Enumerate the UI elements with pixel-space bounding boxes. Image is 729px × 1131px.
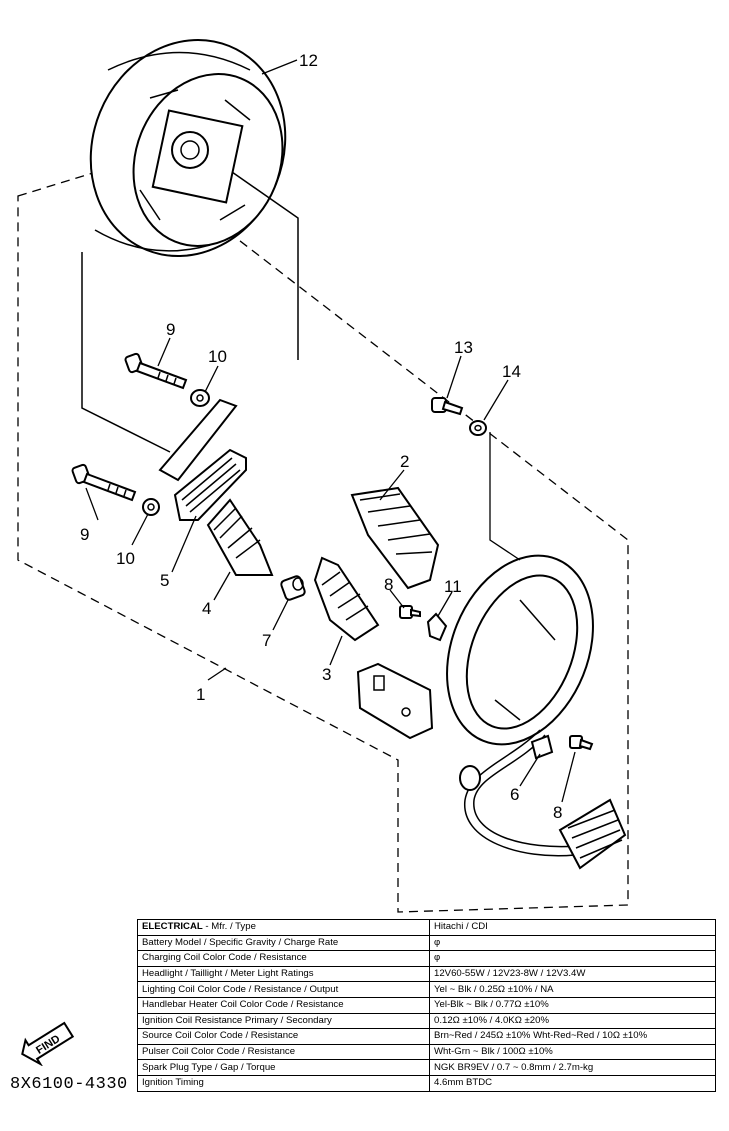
callout-13: 13	[454, 338, 473, 357]
spec-value: Yel-Blk ~ Blk / 0.77Ω ±10%	[429, 996, 716, 1014]
wire-harness	[459, 729, 627, 870]
washer-upper	[190, 389, 210, 407]
callout-10-upper: 10	[208, 347, 227, 366]
table-row: Headlight / Taillight / Meter Light Rati…	[137, 965, 716, 983]
spec-value: Yel ~ Blk / 0.25Ω ±10% / NA	[429, 981, 716, 998]
flywheel-rotor	[89, 38, 287, 258]
callout-6: 6	[510, 785, 519, 804]
spec-value: 12V60-55W / 12V23-8W / 12V3.4W	[429, 965, 716, 983]
spec-label: Ignition Coil Resistance Primary / Secon…	[137, 1012, 430, 1030]
spec-label: ELECTRICAL - Mfr. / Type	[137, 919, 430, 936]
callout-9-lower: 9	[80, 525, 89, 544]
callout-7: 7	[262, 631, 271, 650]
callout-10-lower: 10	[116, 549, 135, 568]
spec-value: 0.12Ω ±10% / 4.0KΩ ±20%	[429, 1012, 716, 1030]
washer-lower	[142, 498, 160, 516]
callout-11: 11	[444, 577, 462, 596]
spec-value: φ	[429, 950, 716, 967]
callout-4: 4	[202, 599, 211, 618]
ignition-coil	[350, 486, 440, 590]
pulser-coil	[313, 556, 380, 642]
flywheel-projection-line	[231, 171, 299, 360]
electrical-spec-table: ELECTRICAL - Mfr. / Type Hitachi / CDI B…	[137, 919, 716, 1092]
table-row: Ignition Timing 4.6mm BTDC	[137, 1074, 716, 1092]
callout-3: 3	[322, 665, 331, 684]
cable-clip	[426, 612, 448, 642]
spec-value: Brn~Red / 245Ω ±10% Wht-Red~Red / 10Ω ±1…	[429, 1028, 716, 1045]
bolt-lower	[71, 463, 137, 502]
find-arrow-badge: FIND	[21, 1021, 75, 1066]
table-row: Pulser Coil Color Code / Resistance Wht-…	[137, 1043, 716, 1061]
screw-upper	[399, 605, 421, 619]
table-row: Lighting Coil Color Code / Resistance / …	[137, 981, 716, 998]
callout-2: 2	[400, 452, 409, 471]
spec-label: Lighting Coil Color Code / Resistance / …	[137, 981, 430, 998]
callout-1: 1	[196, 685, 205, 704]
spec-value: 4.6mm BTDC	[429, 1074, 716, 1092]
spec-label: Spark Plug Type / Gap / Torque	[137, 1059, 430, 1076]
spec-value: Hitachi / CDI	[429, 919, 716, 936]
spec-label: Ignition Timing	[137, 1074, 430, 1092]
table-row: Spark Plug Type / Gap / Torque NGK BR9EV…	[137, 1059, 716, 1076]
spec-label: Handlebar Heater Coil Color Code / Resis…	[137, 996, 430, 1014]
coil-bracket	[158, 398, 238, 482]
callout-12: 12	[299, 51, 318, 70]
callout-14: 14	[502, 362, 521, 381]
spec-label: Battery Model / Specific Gravity / Charg…	[137, 934, 430, 952]
stator-bolt	[431, 397, 464, 416]
spec-value: NGK BR9EV / 0.7 ~ 0.8mm / 2.7m-kg	[429, 1059, 716, 1076]
assembly-outline	[17, 159, 629, 913]
table-row: Source Coil Color Code / Resistance Brn~…	[137, 1028, 716, 1045]
callout-8-lower: 8	[553, 803, 562, 822]
callout-9-upper: 9	[166, 320, 175, 339]
callout-5: 5	[160, 571, 169, 590]
screw-lower	[569, 735, 594, 751]
spec-value: φ	[429, 934, 716, 952]
lighting-coil	[173, 448, 247, 521]
spec-label: Headlight / Taillight / Meter Light Rati…	[137, 965, 430, 983]
leader-lines	[85, 59, 576, 803]
spacer	[280, 575, 306, 601]
stator-plate	[356, 554, 594, 746]
spec-label: Pulser Coil Color Code / Resistance	[137, 1043, 430, 1061]
callout-labels: 12 9 10 13 14 2 9 10 5 8 11 4 7 3 1 6 8	[80, 51, 562, 822]
callout-8-upper: 8	[384, 575, 393, 594]
table-row: Ignition Coil Resistance Primary / Secon…	[137, 1012, 716, 1030]
spec-label: Source Coil Color Code / Resistance	[137, 1028, 430, 1045]
stator-projection-line	[81, 252, 171, 453]
table-row: Battery Model / Specific Gravity / Charg…	[137, 934, 716, 952]
spec-value: Wht-Grn ~ Blk / 100Ω ±10%	[429, 1043, 716, 1061]
spec-label: Charging Coil Color Code / Resistance	[137, 950, 430, 967]
source-coil	[206, 498, 274, 576]
diagram-part-code: 8X6100-4330	[10, 1075, 128, 1094]
bolt-upper	[124, 352, 188, 390]
table-row: Charging Coil Color Code / Resistance φ	[137, 950, 716, 967]
table-row: ELECTRICAL - Mfr. / Type Hitachi / CDI	[137, 919, 716, 936]
table-row: Handlebar Heater Coil Color Code / Resis…	[137, 996, 716, 1014]
stator-washer	[469, 420, 487, 436]
